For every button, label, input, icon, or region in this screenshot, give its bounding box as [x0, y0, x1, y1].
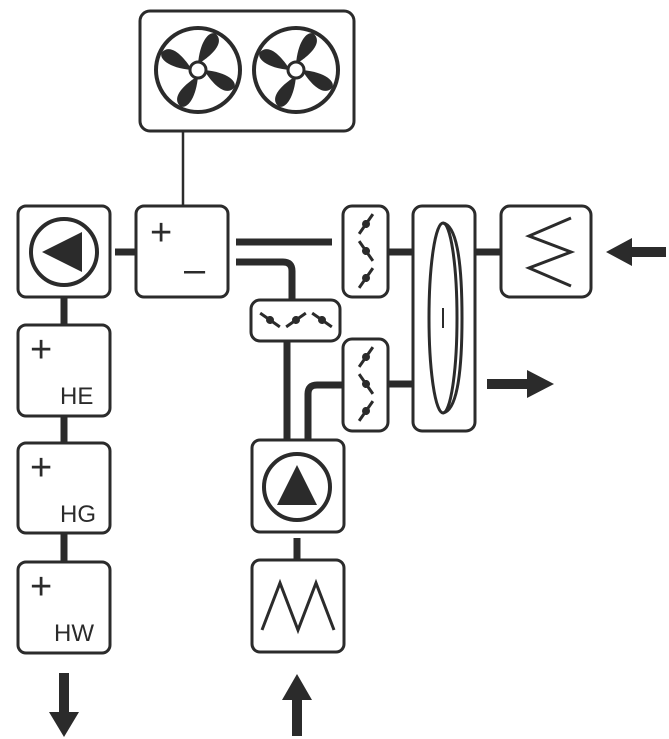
exhaust-air-damper: [341, 337, 390, 433]
arrow-icon: [606, 238, 666, 266]
electric-heater: + HE: [16, 323, 112, 418]
water-heater: + HW: [16, 560, 112, 655]
fan-icon: [154, 26, 242, 114]
arrow-icon: [487, 370, 554, 398]
fan-triangle-icon: [29, 217, 99, 287]
return-fan: [250, 438, 346, 534]
return-filter: [250, 558, 346, 654]
heater-label: HE: [60, 383, 93, 410]
mixing-damper: [249, 298, 342, 343]
plus-sign: +: [30, 329, 52, 371]
duct-right: [304, 381, 343, 440]
damper-icon: [357, 213, 375, 289]
plus-sign: +: [30, 447, 52, 489]
heat-wheel: [411, 204, 477, 433]
plus-sign: +: [30, 566, 52, 608]
gas-heater: + HG: [16, 441, 112, 535]
heater-label: HW: [54, 620, 94, 647]
minus-sign: –: [184, 249, 206, 291]
heater-label: HG: [60, 501, 96, 528]
filter-zigzag-icon: [260, 578, 336, 635]
connector-lines: [60, 131, 501, 562]
arrow-icon: [282, 674, 312, 736]
fan-triangle-icon: [262, 452, 332, 522]
damper-icon: [259, 311, 333, 329]
supply-fan: [16, 204, 112, 299]
arrow-icon: [49, 673, 79, 737]
outdoor-air-damper: [341, 204, 390, 299]
compressor: + –: [134, 204, 230, 299]
condenser-unit: [138, 9, 356, 133]
rotary-heat-exchanger-icon: [427, 221, 464, 415]
damper-icon: [357, 346, 375, 422]
refrigerant-line-lower: [236, 258, 296, 300]
filter-zigzag-icon: [525, 216, 576, 288]
outdoor-filter: [499, 204, 593, 299]
fan-icon: [252, 26, 340, 114]
plus-sign: +: [150, 212, 172, 254]
